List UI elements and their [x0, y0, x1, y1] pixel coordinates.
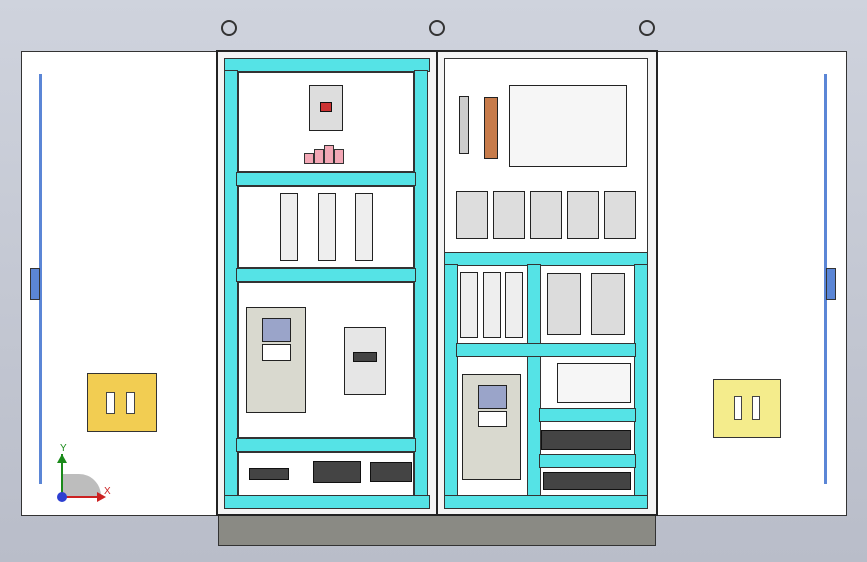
right-side-rail	[634, 264, 648, 502]
power-supply-1	[547, 273, 581, 335]
fuse-holder	[355, 193, 373, 261]
left-door-handle[interactable]	[87, 373, 157, 432]
contactor-label	[353, 352, 377, 362]
right-cross-rail	[539, 408, 636, 422]
lifting-eye-icon	[221, 20, 237, 36]
right-bottom-rail	[444, 495, 648, 509]
left-top-rail	[224, 58, 430, 72]
terminal-strip	[541, 430, 631, 450]
right-cross-rail	[456, 343, 636, 357]
handle-slot	[126, 392, 135, 414]
fuse-holder	[505, 272, 523, 338]
ground-busbar	[484, 97, 498, 159]
axis-x-label: X	[104, 486, 111, 497]
switch-enclosure	[509, 85, 627, 167]
main-breaker	[309, 85, 343, 131]
breaker-3	[530, 191, 562, 239]
terminal-strip	[543, 472, 631, 490]
breaker-4	[567, 191, 599, 239]
fuse-holder	[318, 193, 336, 261]
handle-slot	[106, 392, 115, 414]
right-door	[653, 51, 847, 516]
right-cross-rail	[539, 454, 636, 468]
cabinet-plinth	[218, 514, 656, 546]
axis-y-label: Y	[60, 443, 67, 454]
breaker-1	[456, 191, 488, 239]
axis-origin	[57, 492, 67, 502]
left-cross-rail	[236, 438, 416, 452]
fuse-holder	[280, 193, 298, 261]
axis-y-arrow	[57, 454, 67, 463]
axis-x-line	[61, 496, 99, 498]
left-door	[21, 51, 220, 516]
terminal-strip	[370, 462, 412, 482]
din-rail-strip	[459, 96, 469, 154]
left-bottom-rail	[224, 495, 430, 509]
left-cross-rail	[236, 172, 416, 186]
axis-triad-grey	[61, 474, 101, 496]
fuse-holder	[483, 272, 501, 338]
axis-y-line	[61, 454, 63, 498]
variable-frequency-drive	[246, 307, 306, 413]
handle-slot	[752, 396, 760, 420]
contactor	[344, 327, 386, 395]
axis-triad-icon	[57, 440, 117, 505]
right-door-hinge	[826, 268, 836, 300]
handle-slot	[734, 396, 742, 420]
lifting-eye-icon	[429, 20, 445, 36]
terminal-strip	[249, 468, 289, 480]
breaker-5	[604, 191, 636, 239]
left-door-hinge	[30, 268, 40, 300]
left-cross-rail	[236, 268, 416, 282]
right-side-rail	[444, 264, 458, 502]
left-door-bar	[39, 74, 42, 484]
vfd-display	[478, 385, 507, 409]
fuse-holder	[460, 272, 478, 338]
breaker-handle	[320, 102, 332, 112]
right-door-handle[interactable]	[713, 379, 781, 438]
power-supply-2	[591, 273, 625, 335]
variable-frequency-drive-2	[462, 374, 521, 480]
left-side-rail	[414, 70, 428, 502]
axis-x-arrow	[97, 492, 106, 502]
terminal-blocks	[304, 145, 348, 164]
breaker-2	[493, 191, 525, 239]
right-door-bar	[824, 74, 827, 484]
vfd-keypad	[262, 344, 291, 361]
right-cross-rail	[444, 252, 648, 266]
plc-controller	[557, 363, 631, 403]
vfd-keypad	[478, 411, 507, 427]
vfd-display	[262, 318, 291, 342]
terminal-strip	[313, 461, 361, 483]
lifting-eye-icon	[639, 20, 655, 36]
